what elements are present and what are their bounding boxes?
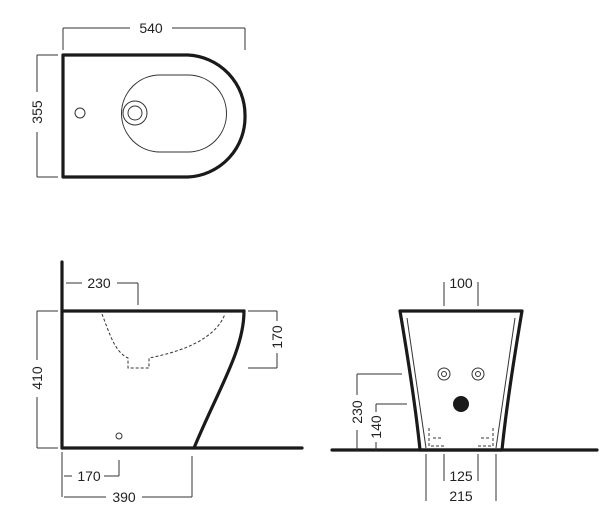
fixing-ring-left-inner <box>441 371 447 377</box>
top-view-bowl <box>121 74 227 153</box>
dimension-label-base-length: 390 <box>112 489 136 505</box>
dimension-depth: 355 <box>29 54 58 178</box>
fixing-ring-right-inner <box>475 371 481 377</box>
drain-inner-ring <box>127 105 143 121</box>
fixing-ring-right-outer <box>471 367 485 381</box>
dimension-width: 540 <box>62 20 246 50</box>
dimension-floor-height: 140 <box>368 403 407 450</box>
fixing-ring-left-outer <box>437 367 451 381</box>
top-view: 540 355 <box>29 20 247 179</box>
drain-outer-ring <box>122 100 148 126</box>
waste-outlet <box>453 396 469 412</box>
dimension-base-length: 390 <box>64 456 193 505</box>
front-view-outline <box>398 309 524 452</box>
side-view-front-curve <box>192 309 246 450</box>
dimension-base-offset: 170 <box>61 452 120 497</box>
dimension-label-depth: 355 <box>29 100 45 124</box>
top-view-outline <box>61 53 247 179</box>
side-view-fixing-hole <box>115 432 123 440</box>
dimension-connection-height: 230 <box>349 373 402 450</box>
dimension-label-rim-offset: 230 <box>87 275 111 291</box>
dimension-label-base-width: 215 <box>449 488 473 504</box>
dimension-height: 410 <box>29 310 58 449</box>
front-view: 100 230 140 125 215 <box>330 275 599 504</box>
front-view-inner-left <box>406 317 427 449</box>
dimension-top-width: 100 <box>443 275 479 306</box>
dimension-label-height: 410 <box>29 366 45 390</box>
dimension-label-width: 540 <box>139 20 163 36</box>
dimension-base-width: 215 <box>425 454 497 504</box>
dimension-label-top-width: 100 <box>449 275 473 291</box>
dimension-bolt-spacing: 125 <box>443 454 479 484</box>
dimension-label-base-offset: 170 <box>77 468 101 484</box>
front-view-inner-right <box>495 317 516 449</box>
dimension-label-bowl-depth: 170 <box>269 325 285 349</box>
side-view-bowl-hidden <box>101 313 226 369</box>
dimension-rim-offset: 230 <box>66 275 139 305</box>
dimension-label-floor-height: 140 <box>368 415 384 439</box>
bolt-bracket-right <box>478 428 494 447</box>
tap-hole <box>74 107 86 119</box>
dimension-label-connection-height: 230 <box>349 400 365 424</box>
side-view: 230 170 410 170 390 <box>29 260 304 505</box>
bolt-bracket-left <box>428 428 444 447</box>
dimension-label-bolt-spacing: 125 <box>449 468 473 484</box>
dimension-bowl-depth: 170 <box>248 310 285 369</box>
